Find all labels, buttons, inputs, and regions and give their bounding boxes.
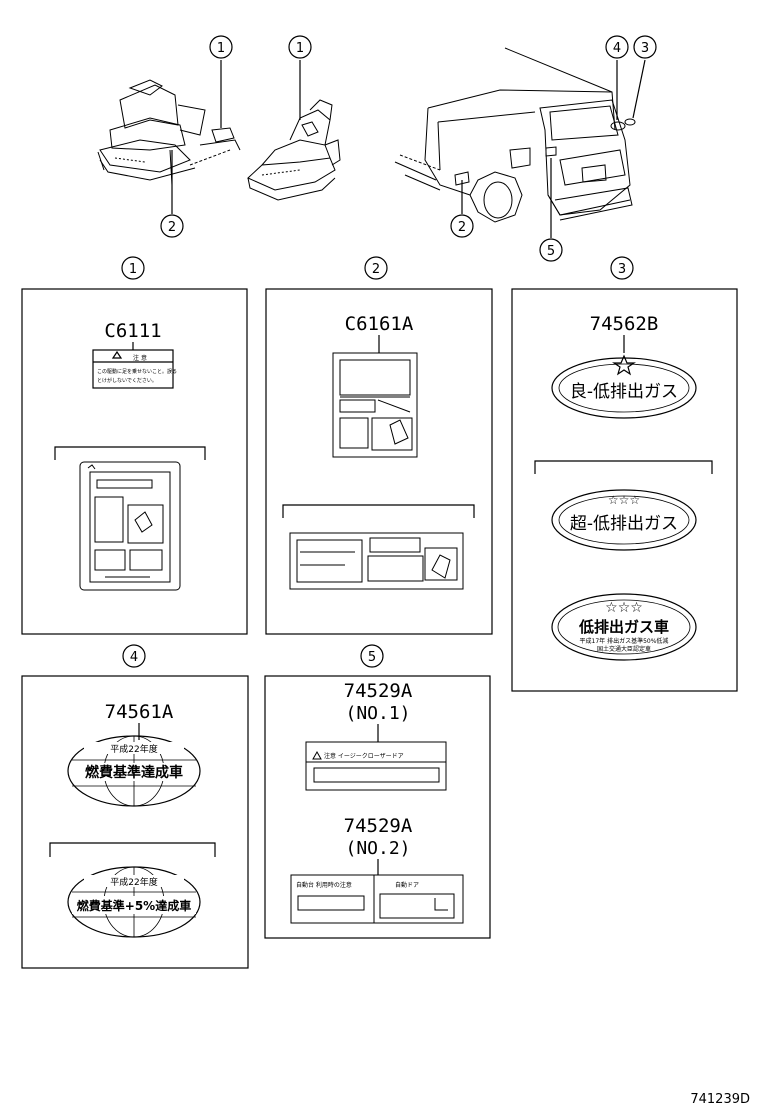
door-instruction-label-horizontal: [289, 532, 464, 590]
low-emission-oval-3: ☆☆☆ 低排出ガス車 平成17年 排出ガス基準50%低減 国土交通大臣認定車: [551, 593, 697, 661]
panel-2-callout: [364, 256, 388, 280]
panel-2: [265, 288, 493, 635]
panel-5-variant-2: (NO.2): [345, 838, 410, 859]
panel-1-callout: [121, 256, 145, 280]
panel-3-part-no: 74562B: [590, 313, 659, 335]
svg-text:良-低排出ガス: 良-低排出ガス: [570, 382, 678, 402]
svg-text:2: 2: [372, 262, 380, 277]
svg-text:5: 5: [547, 244, 555, 259]
svg-text:超-低排出ガス: 超-低排出ガス: [570, 514, 678, 534]
svg-text:低排出ガス車: 低排出ガス車: [578, 618, 669, 636]
door-instruction-label-vertical: [332, 352, 418, 458]
easy-closer-door-label: 注意 イージークローザードア: [305, 741, 447, 791]
vehicle-rear-illustration: [394, 47, 636, 223]
svg-text:平成22年度: 平成22年度: [110, 743, 157, 755]
svg-text:2: 2: [168, 220, 176, 235]
fuel-efficiency-oval-2: 平成22年度 燃費基準+5%達成車: [67, 866, 201, 938]
svg-text:燃費基準達成車: 燃費基準達成車: [85, 764, 183, 781]
svg-text:3: 3: [618, 262, 626, 277]
panel-3-callout: [610, 256, 634, 280]
panel-5-part-no-2: 74529A: [344, 815, 413, 837]
svg-text:注 意: 注 意: [133, 354, 147, 362]
svg-text:1: 1: [129, 262, 137, 277]
callout-2-top-left: [160, 214, 184, 238]
low-emission-oval-1: 良-低排出ガス: [551, 354, 697, 419]
svg-text:自動台 利用時の注意: 自動台 利用時の注意: [296, 881, 352, 889]
svg-text:平成22年度: 平成22年度: [110, 876, 157, 888]
svg-text:2: 2: [458, 220, 466, 235]
svg-text:3: 3: [641, 41, 649, 56]
callout-4-top-right: [605, 35, 629, 59]
svg-text:注意 イージークローザードア: 注意 イージークローザードア: [324, 752, 404, 760]
svg-text:この駆動に足を乗せないこと。誤る: この駆動に足を乗せないこと。誤る: [97, 368, 177, 375]
panel-5-variant-1: (NO.1): [345, 703, 410, 724]
panel-1-part-no: C6111: [104, 320, 161, 342]
svg-text:☆☆☆: ☆☆☆: [608, 493, 640, 507]
seat-instruction-label: [79, 461, 181, 591]
svg-text:4: 4: [130, 650, 138, 665]
callout-2-top-right: [450, 214, 474, 238]
panel-4: [21, 675, 249, 969]
panel-2-part-no: C6161A: [345, 313, 414, 335]
panel-1: [21, 288, 248, 635]
svg-text:1: 1: [296, 41, 304, 56]
panel-4-callout: [122, 644, 146, 668]
svg-text:国土交通大臣認定車: 国土交通大臣認定車: [597, 645, 651, 653]
svg-text:☆☆☆: ☆☆☆: [605, 600, 643, 616]
panel-3: [511, 288, 738, 692]
callout-3-top-right: [633, 35, 657, 59]
panel-5: [264, 675, 491, 939]
callout-1-top-middle: [288, 35, 312, 59]
diagram-code: 741239D: [690, 1092, 750, 1107]
automatic-door-label: 自動台 利用時の注意 自動ドア: [290, 874, 464, 924]
svg-text:平成17年 排出ガス基準50%低減: 平成17年 排出ガス基準50%低減: [580, 637, 669, 645]
low-emission-oval-2: ☆☆☆ 超-低排出ガス: [551, 489, 697, 551]
panel-5-part-no-1: 74529A: [344, 680, 413, 702]
svg-text:燃費基準+5%達成車: 燃費基準+5%達成車: [77, 898, 191, 913]
fuel-efficiency-oval-1: 平成22年度 燃費基準達成車: [67, 735, 201, 807]
svg-text:5: 5: [368, 650, 376, 665]
svg-text:1: 1: [217, 41, 225, 56]
callout-5-top-right: [539, 238, 563, 262]
callout-1-top-left: [209, 35, 233, 59]
svg-text:とけがしないでください。: とけがしないでください。: [97, 377, 157, 384]
panel-4-part-no: 74561A: [105, 701, 174, 723]
warning-label-c6111: 注 意 この駆動に足を乗せないこと。誤る とけがしないでください。: [92, 349, 177, 389]
svg-text:4: 4: [613, 41, 621, 56]
rear-seat-illustration: [247, 99, 341, 201]
panel-5-callout: [360, 644, 384, 668]
front-seat-illustration: [97, 79, 241, 186]
svg-text:自動ドア: 自動ドア: [395, 881, 419, 889]
